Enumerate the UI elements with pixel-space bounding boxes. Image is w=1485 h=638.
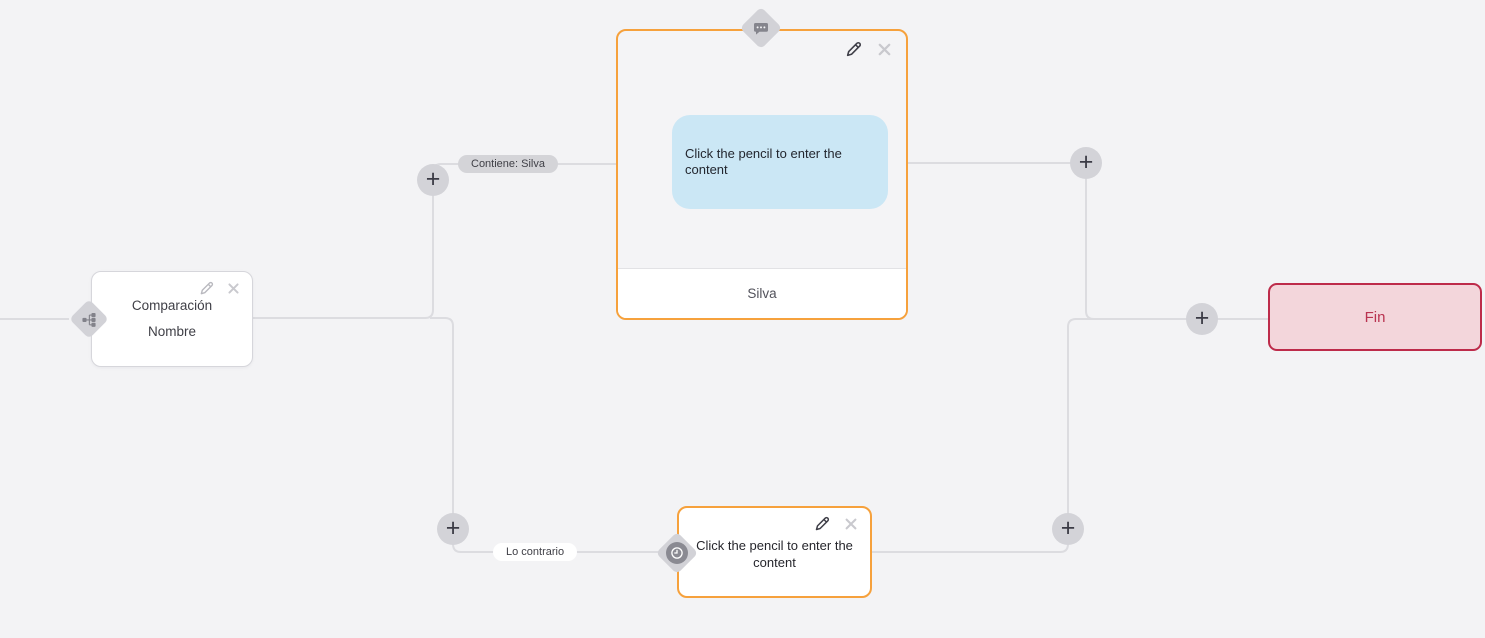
add-node-button-top-right[interactable]: +: [1070, 147, 1102, 179]
edge-delay-to-end: [872, 318, 1100, 553]
message-node[interactable]: Click the pencil to enter the content Si…: [616, 29, 908, 320]
comparison-title: Comparación: [131, 298, 213, 313]
edge-message-to-end: [908, 162, 1268, 320]
plus-icon: +: [1060, 513, 1076, 542]
end-node-label: Fin: [1364, 308, 1386, 326]
plus-icon: +: [445, 513, 461, 542]
sitemap-icon: [82, 312, 96, 327]
message-placeholder-text: Click the pencil to enter the content: [685, 146, 842, 177]
end-node[interactable]: Fin: [1268, 283, 1482, 351]
close-icon[interactable]: [844, 517, 858, 531]
edit-pencil-icon[interactable]: [814, 516, 830, 532]
add-node-button-bottom-left[interactable]: +: [437, 513, 469, 545]
close-icon[interactable]: [227, 282, 240, 295]
edit-pencil-icon[interactable]: [845, 41, 862, 58]
comparison-node[interactable]: Comparación Nombre: [91, 271, 253, 367]
edit-pencil-icon[interactable]: [199, 281, 214, 296]
edge-label-contains[interactable]: Contiene: Silva: [458, 155, 558, 173]
message-footer: Silva: [618, 268, 906, 318]
plus-icon: +: [1078, 147, 1094, 176]
message-preview-bubble: Click the pencil to enter the content: [672, 115, 888, 209]
add-node-button-bottom-right[interactable]: +: [1052, 513, 1084, 545]
add-node-button-before-end[interactable]: +: [1186, 303, 1218, 335]
chat-icon: [754, 22, 768, 34]
delay-node[interactable]: Click the pencil to enter the content: [677, 506, 872, 598]
delay-node-badge: [655, 531, 699, 575]
message-node-badge: [739, 6, 783, 50]
plus-icon: +: [425, 164, 441, 193]
clock-icon: [671, 547, 683, 559]
plus-icon: +: [1194, 303, 1210, 332]
comparison-node-badge: [69, 299, 109, 339]
message-variable-label: Silva: [747, 286, 777, 301]
edge-otherwise-branch: [430, 317, 659, 553]
edge-label-otherwise[interactable]: Lo contrario: [493, 543, 578, 561]
add-node-button-top-left[interactable]: +: [417, 164, 449, 196]
close-icon[interactable]: [877, 42, 892, 57]
delay-placeholder-text: Click the pencil to enter the content: [696, 538, 853, 570]
comparison-subtitle: Nombre: [147, 324, 196, 339]
